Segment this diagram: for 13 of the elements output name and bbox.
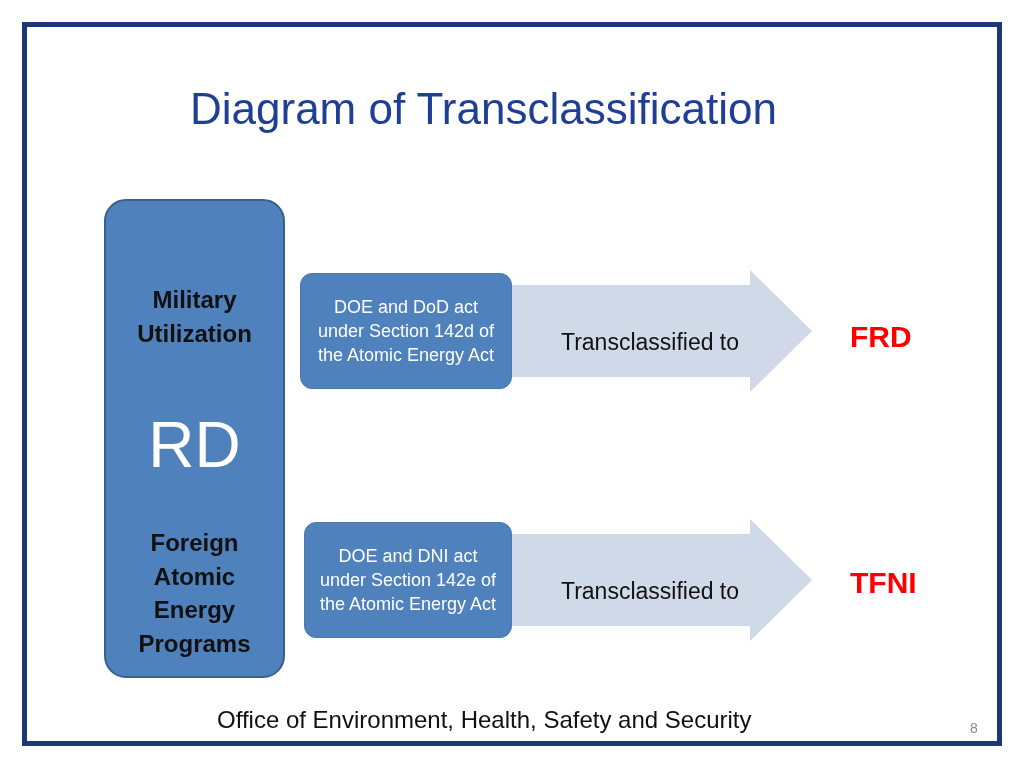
section-heading: Military Utilization (136, 285, 253, 349)
footer-text: Office of Environment, Health, Safety and Security (217, 706, 752, 734)
center-label: RD (147, 408, 242, 483)
page-number: 8 (970, 720, 978, 736)
box-text: DOE and DoD act under Section 142d of the Atomic Energy Act (316, 295, 496, 368)
category-panel (104, 199, 285, 678)
result-label: TFNI (850, 566, 917, 600)
slide-title: Diagram of Transclassification (190, 84, 777, 134)
box-text: DOE and DNI act under Section 142e of the Atomic Energy Act (318, 544, 498, 617)
process-box (304, 522, 512, 638)
section-heading: Foreign Atomic Energy Programs (137, 528, 252, 659)
result-label: FRD (850, 320, 912, 354)
process-box (300, 273, 512, 389)
